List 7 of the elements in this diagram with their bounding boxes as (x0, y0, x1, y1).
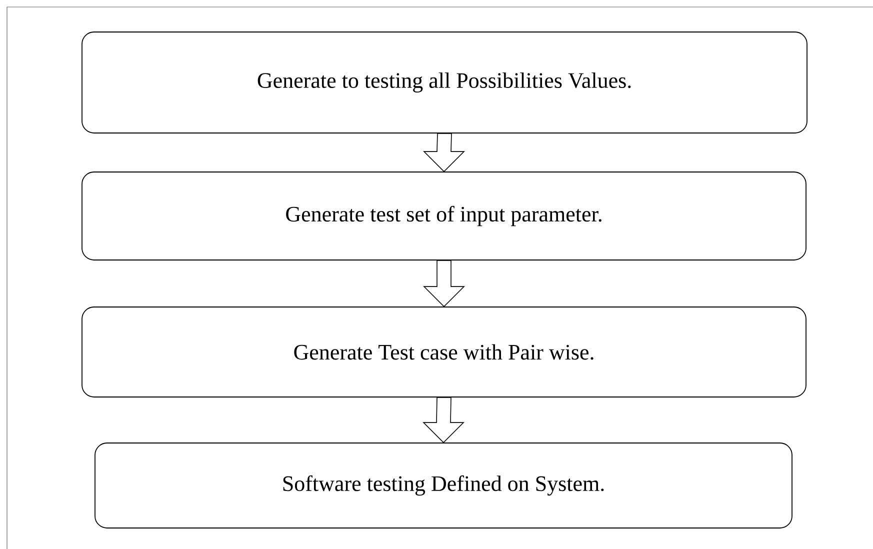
block-arrow (423, 133, 465, 172)
block-arrow (423, 260, 465, 308)
process-box: Software testing Defined on System. (94, 442, 792, 528)
process-box: Generate Test case with Pair wise. (82, 306, 806, 398)
process-box: Generate to testing all Possibilities Values. (82, 32, 808, 134)
block-arrow (422, 397, 464, 444)
process-box: Generate test set of input parameter. (82, 172, 806, 260)
